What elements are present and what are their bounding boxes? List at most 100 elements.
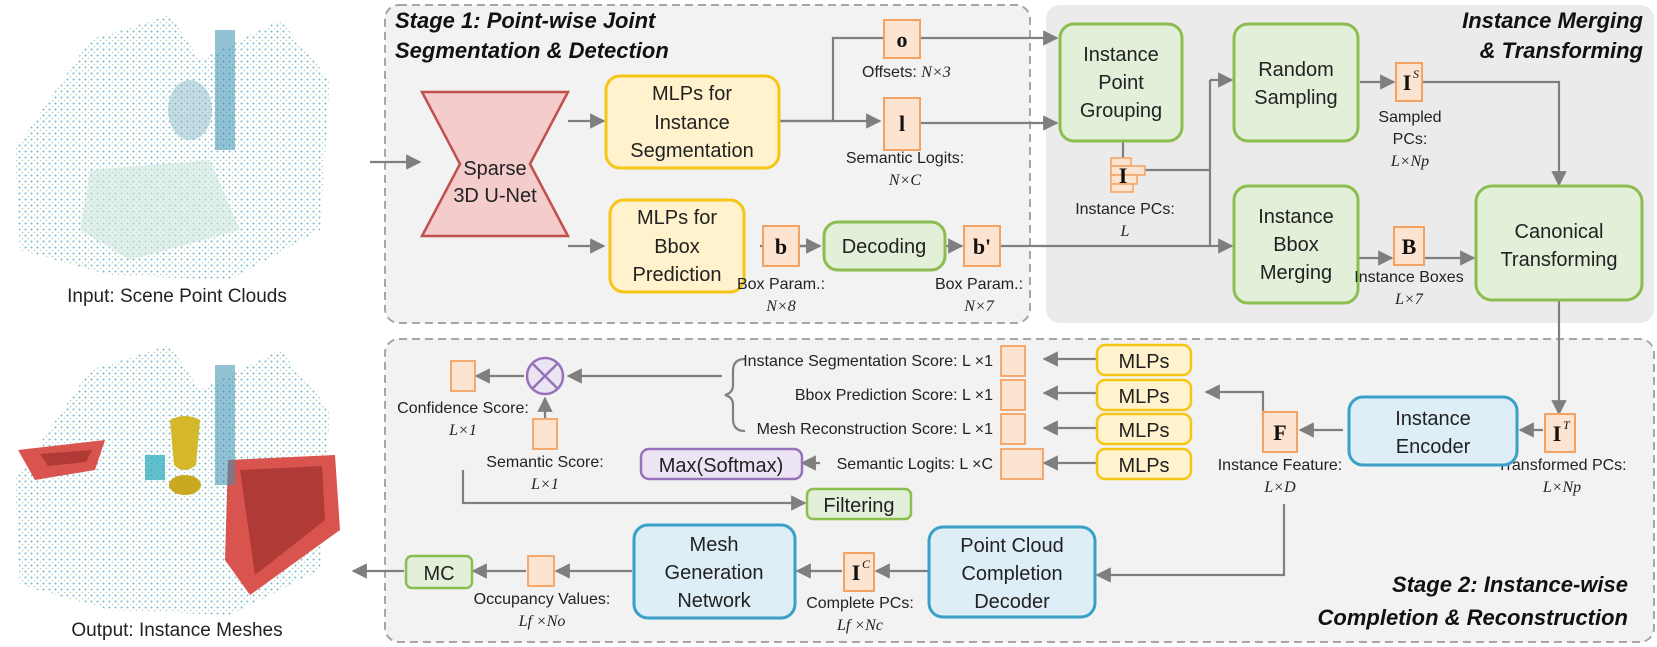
- random-sampling-line1: Random: [1258, 59, 1334, 81]
- mesh-gen-line2: Generation: [665, 562, 764, 584]
- semantic-score-dim: L×1: [530, 476, 559, 493]
- max-softmax-label: Max(Softmax): [659, 455, 783, 477]
- random-sampling-block: [1232, 22, 1360, 143]
- random-sampling-line2: Sampling: [1254, 87, 1337, 109]
- box-symbol-box: [762, 225, 800, 267]
- bbox-merging-line2: Bbox: [1273, 234, 1319, 256]
- mlps-block-1: [1095, 343, 1193, 377]
- inst-boxes-label: Instance Boxes: [1354, 269, 1463, 286]
- sampled-label-line1: Sampled: [1378, 109, 1441, 126]
- sampled-symbol-sup: S: [1413, 67, 1419, 81]
- confidence-dim: L×1: [448, 422, 477, 439]
- feature-symbol-box: [1262, 411, 1298, 453]
- complete-symbol: I: [852, 560, 861, 585]
- mlp-bbox-line1: MLPs for: [637, 207, 717, 229]
- score-box-3: [1000, 413, 1026, 445]
- instance-encoder-block: [1347, 395, 1519, 467]
- occupancy-dim: Lf ×No: [518, 613, 566, 630]
- stage1-title-line2: Segmentation & Detection: [395, 38, 669, 63]
- offsets-symbol: o: [897, 27, 908, 52]
- completion-decoder-block: [927, 525, 1097, 619]
- box-param2-label: Box Param.:: [935, 276, 1023, 293]
- encoder-line2: Encoder: [1396, 436, 1471, 458]
- bbox-merging-block: [1232, 184, 1360, 305]
- canonical-block: [1474, 184, 1644, 302]
- merging-title-line2: & Transforming: [1480, 38, 1644, 63]
- sampled-dim: L×Np: [1390, 153, 1429, 170]
- bbox-merging-line3: Merging: [1260, 262, 1332, 284]
- transformed-symbol-box: [1544, 413, 1576, 453]
- filtering-label: Filtering: [823, 495, 894, 517]
- input-caption: Input: Scene Point Clouds: [67, 286, 287, 307]
- sem-logits-dim: N×C: [888, 172, 921, 189]
- boxes-symbol: B: [1402, 234, 1417, 259]
- grouping-line1: Instance: [1083, 44, 1159, 66]
- inst-pcs-dim: L: [1120, 223, 1130, 240]
- mlp-seg-line1: MLPs for: [652, 83, 732, 105]
- mc-label: MC: [423, 563, 454, 585]
- filtering-block: [805, 487, 913, 521]
- mlps-label-4: MLPs: [1118, 455, 1169, 477]
- sampled-symbol-box: [1395, 62, 1423, 102]
- box-decoded-symbol-box: [963, 225, 1001, 267]
- sampled-label-line2: PCs:: [1393, 131, 1428, 148]
- max-softmax-block: [639, 447, 804, 481]
- output-caption: Output: Instance Meshes: [71, 620, 282, 641]
- mlp-bbox-line2: Bbox: [654, 236, 700, 258]
- mlps-label-1: MLPs: [1118, 351, 1169, 373]
- grouping-line3: Grouping: [1080, 100, 1162, 122]
- stage1-title-line1: Stage 1: Point-wise Joint: [395, 8, 657, 33]
- score-label-4: Semantic Logits: L ×C: [837, 456, 993, 473]
- mlps-block-4: [1095, 447, 1193, 481]
- bbox-merging-line1: Instance: [1258, 206, 1334, 228]
- instance-pcs-symbol: I: [1110, 157, 1146, 193]
- inst-boxes-dim: L×7: [1394, 291, 1424, 308]
- offsets-symbol-box: [883, 19, 921, 59]
- box-symbol: b: [775, 234, 787, 259]
- box-decoded-symbol: b': [973, 234, 991, 259]
- transformed-dim: L×Np: [1542, 479, 1581, 496]
- mesh-gen-line3: Network: [677, 590, 751, 612]
- connectors: [351, 30, 1567, 583]
- canonical-line2: Transforming: [1500, 249, 1617, 271]
- complete-dim: Lf ×Nc: [836, 617, 883, 634]
- semantic-score-symbol-box: [532, 418, 558, 450]
- completion-line1: Point Cloud: [960, 535, 1063, 557]
- complete-symbol-box: [843, 552, 875, 592]
- grouping-line2: Point: [1098, 72, 1144, 94]
- inst-feature-dim: L×D: [1263, 479, 1296, 496]
- logits-symbol-box: [883, 97, 921, 151]
- occupancy-symbol-box: [527, 555, 555, 587]
- merging-title-line1: Instance Merging: [1462, 8, 1643, 33]
- completion-line3: Decoder: [974, 591, 1050, 613]
- completion-line2: Completion: [961, 563, 1062, 585]
- mlp-bbox-block: [608, 198, 746, 294]
- inst-pcs-label: Instance PCs:: [1075, 201, 1175, 218]
- score-label-2: Bbox Prediction Score: L ×1: [795, 387, 993, 404]
- transformed-symbol: I: [1553, 421, 1562, 446]
- transformed-symbol-sup: T: [1563, 418, 1571, 432]
- complete-symbol-sup: C: [862, 557, 871, 571]
- confidence-symbol-box: [450, 360, 476, 392]
- box-param2-dim: N×7: [963, 298, 994, 315]
- mlps-block-3: [1095, 412, 1193, 446]
- mesh-gen-line1: Mesh: [690, 534, 739, 556]
- transformed-label: Transformed PCs:: [1497, 457, 1626, 474]
- box-param1-label: Box Param.:: [737, 276, 825, 293]
- unet-label-line2: 3D U-Net: [453, 185, 537, 207]
- unet-block: [419, 90, 571, 238]
- mlps-label-2: MLPs: [1118, 386, 1169, 408]
- sampled-symbol: I: [1403, 70, 1412, 95]
- score-label-3: Mesh Reconstruction Score: L ×1: [757, 421, 994, 438]
- score-box-4: [1000, 448, 1044, 480]
- mc-block: [404, 554, 474, 590]
- complete-label: Complete PCs:: [806, 595, 914, 612]
- encoder-line1: Instance: [1395, 408, 1471, 430]
- instance-grouping-block: [1058, 22, 1184, 143]
- mlp-seg-line2: Instance: [654, 112, 730, 134]
- svg-text:I: I: [1119, 163, 1128, 188]
- mlp-bbox-line3: Prediction: [633, 264, 722, 286]
- semantic-score-label: Semantic Score:: [486, 454, 603, 471]
- stage2-title-line2: Completion & Reconstruction: [1318, 605, 1628, 630]
